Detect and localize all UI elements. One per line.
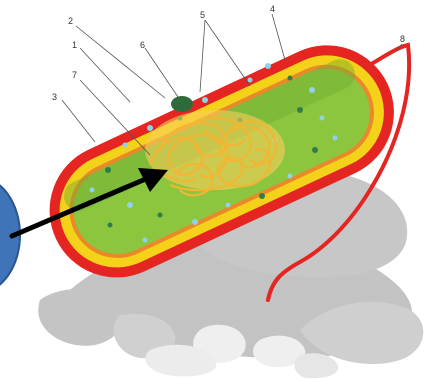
label-5: 5 (200, 10, 205, 20)
label-3: 3 (52, 92, 57, 102)
label-1: 1 (72, 40, 77, 50)
label-6: 6 (140, 40, 145, 50)
inclusion-body (171, 96, 193, 112)
label-4: 4 (270, 4, 275, 14)
label-8: 8 (400, 34, 405, 44)
label-2: 2 (68, 16, 73, 26)
label-7: 7 (72, 70, 77, 80)
